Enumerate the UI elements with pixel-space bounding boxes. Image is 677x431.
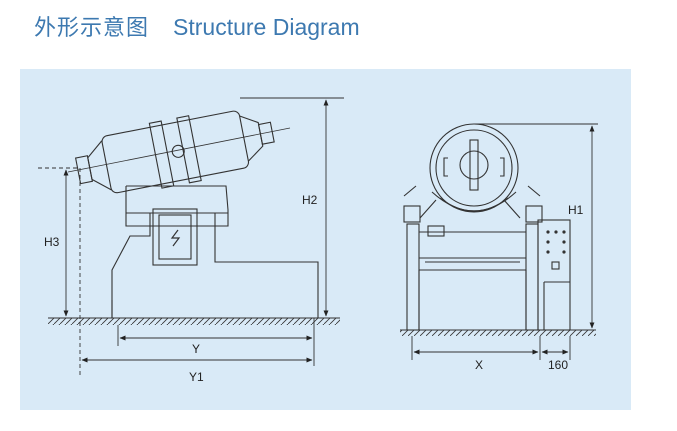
side-mixing-drum [74, 110, 275, 194]
side-view [48, 110, 340, 325]
title-english: Structure Diagram [173, 14, 360, 40]
label-h3: H3 [44, 235, 60, 249]
side-control-box [152, 208, 198, 266]
label-h2: H2 [302, 193, 318, 207]
front-drum-outer [429, 123, 519, 213]
side-base-frame [111, 212, 319, 318]
front-drum-hub [459, 150, 489, 180]
side-ground [48, 317, 340, 325]
label-160: 160 [548, 358, 568, 372]
label-y1: Y1 [189, 370, 204, 384]
side-dimensions [38, 97, 344, 376]
front-left-leg [406, 223, 420, 331]
title-chinese: 外形示意图 [34, 16, 150, 41]
side-pedestal [125, 185, 229, 227]
label-x: X [475, 358, 483, 372]
front-frame [418, 231, 527, 330]
label-y: Y [192, 342, 200, 356]
front-view [400, 123, 596, 336]
front-dimensions [411, 123, 598, 360]
front-right-leg [525, 223, 539, 331]
electric-symbol-icon [170, 229, 181, 247]
front-ground [400, 329, 596, 336]
page-header: 外形示意图 Structure Diagram [34, 10, 360, 44]
front-control-cabinet [537, 219, 571, 331]
label-h1: H1 [568, 203, 584, 217]
cabinet-buttons [546, 230, 566, 254]
